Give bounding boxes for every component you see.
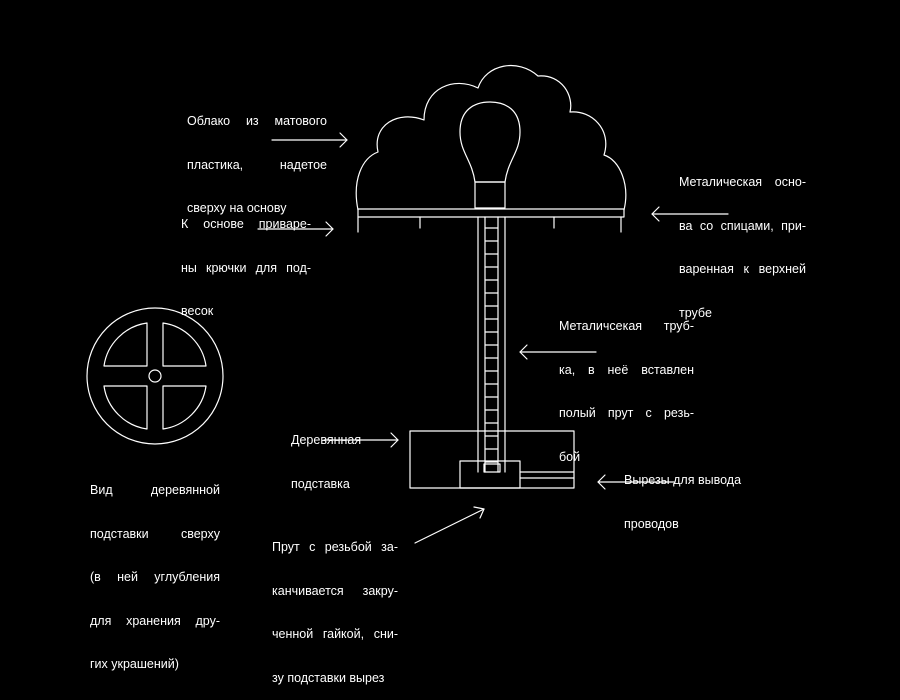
metal-frame [357,208,625,218]
metal-tube [477,216,506,473]
nut [483,463,501,473]
nut-cutout [459,460,521,489]
arrow-stand [323,432,399,448]
label-frame: Металическая осно- ва со спицами, при- в… [679,175,806,320]
arrow-rod [414,506,485,544]
arrow-frame [651,206,729,222]
label-rod: Прут с резьбой за- канчивается закру- че… [272,540,398,685]
arrow-hooks [257,221,334,237]
arrow-tube [519,344,597,360]
cloud-shade [355,64,627,211]
label-cutouts: Вырезы для вывода проводов [624,473,742,531]
label-tube: Металичсекая труб- ка, в неё вставлен по… [559,319,694,464]
label-top-view: Вид деревянной подставки сверху (в ней у… [90,483,220,671]
lamp-diagram [86,64,729,544]
wooden-stand [409,430,575,489]
bulb-socket [474,181,506,209]
label-hooks: К основе приваре- ны крючки для под- вес… [181,217,311,318]
arrow-cloud [271,132,348,148]
label-cloud: Облако из матового пластика, надетое све… [187,114,327,215]
wooden-stand-top-view-icon [86,307,224,445]
label-stand: Деревянная подставка [291,433,362,491]
bulb-icon [459,101,521,183]
arrow-cutouts [597,474,675,490]
